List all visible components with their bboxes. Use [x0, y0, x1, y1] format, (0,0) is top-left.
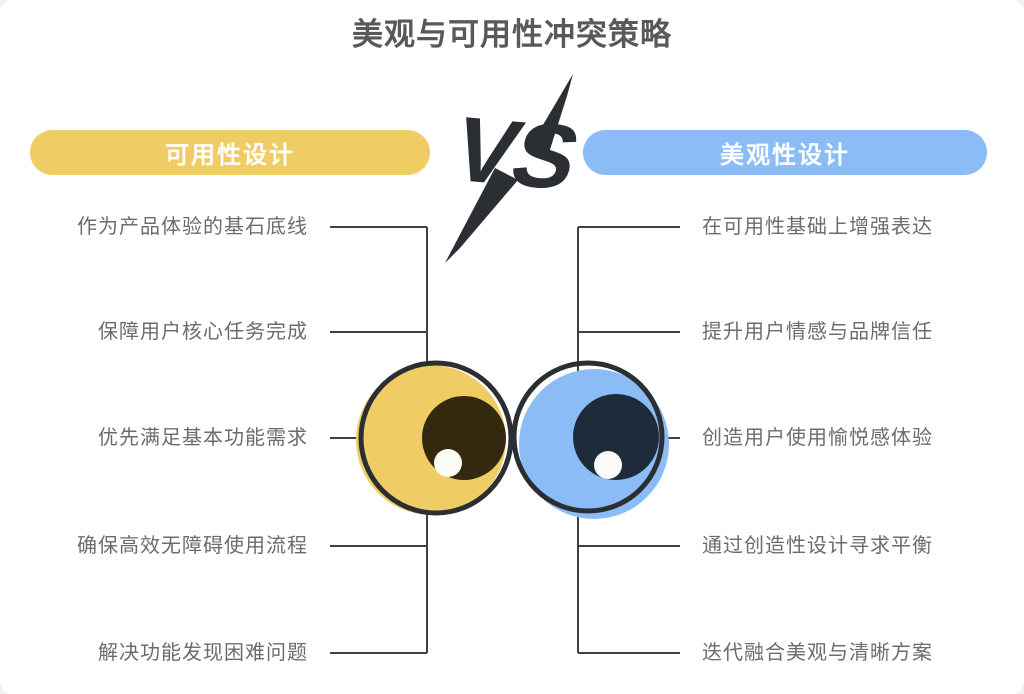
yellow-eye-pupil — [422, 396, 506, 480]
aesthetic-point-1: 在可用性基础上增强表达 — [702, 216, 933, 238]
usability-point-5: 解决功能发现困难问题 — [98, 642, 308, 664]
vs-label: VS — [440, 98, 590, 210]
usability-point-1: 作为产品体验的基石底线 — [77, 216, 308, 238]
aesthetic-point-3: 创造用户使用愉悦感体验 — [702, 427, 933, 449]
usability-header-pill: 可用性设计 — [30, 130, 430, 175]
yellow-eye-outline — [358, 360, 514, 516]
lightning-bolt-icon — [445, 74, 573, 263]
page-title: 美观与可用性冲突策略 — [352, 17, 672, 52]
aesthetic-point-4: 通过创造性设计寻求平衡 — [702, 535, 933, 557]
usability-eye-icon — [356, 360, 514, 516]
usability-point-2: 保障用户核心任务完成 — [98, 321, 308, 343]
usability-point-3: 优先满足基本功能需求 — [98, 427, 308, 449]
usability-header-label: 可用性设计 — [165, 142, 295, 169]
aesthetic-header-label: 美观性设计 — [720, 142, 850, 169]
blue-eye-highlight — [594, 451, 622, 479]
aesthetic-eye-icon — [511, 360, 669, 519]
blue-eye-outline — [511, 360, 665, 514]
blue-eye-pupil — [573, 394, 659, 480]
usability-point-4: 确保高效无障碍使用流程 — [77, 535, 308, 557]
aesthetic-point-2: 提升用户情感与品牌信任 — [702, 321, 933, 343]
yellow-eye-highlight — [434, 449, 462, 477]
aesthetic-header-pill: 美观性设计 — [583, 130, 987, 175]
aesthetic-point-5: 迭代融合美观与清晰方案 — [702, 642, 933, 664]
